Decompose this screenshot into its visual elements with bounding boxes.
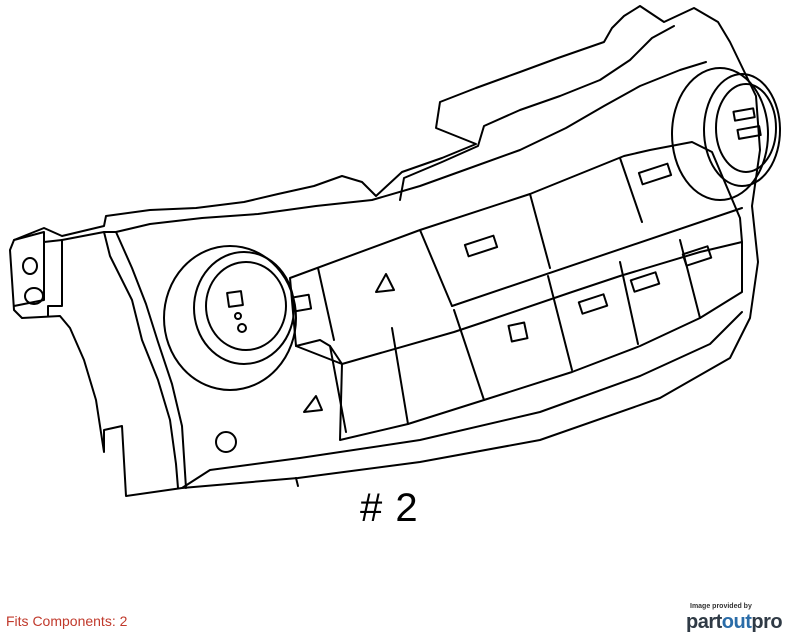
lower-divider-3 — [453, 309, 485, 401]
right-knob-indicator-2 — [736, 125, 762, 140]
divider-3 — [529, 193, 551, 269]
left-side-inner — [103, 231, 187, 489]
right-knob-ring — [703, 73, 781, 187]
fits-components-text: Fits Components: 2 — [6, 613, 128, 629]
button-icon-rect-4 — [577, 293, 609, 315]
panel-bottom-tick — [295, 477, 299, 487]
lower-button-row — [295, 241, 743, 441]
left-side-wall — [61, 231, 179, 489]
button-icon-rect-3 — [637, 162, 673, 186]
lower-divider-2 — [391, 327, 409, 425]
button-icon-rect-2 — [463, 234, 499, 258]
left-knob-indicator — [226, 290, 244, 308]
lower-divider-6 — [679, 239, 701, 319]
panel-outer-outline — [9, 5, 761, 497]
logo-word-pro: pro — [751, 611, 783, 633]
right-knob-indicator-1 — [732, 107, 756, 122]
logo-wordmark: partoutpro — [686, 611, 786, 633]
lower-divider-5 — [619, 261, 639, 345]
logo-word-part: part — [686, 611, 722, 633]
button-icon-square-mid — [507, 321, 529, 343]
left-knob-face — [205, 261, 287, 351]
right-knob-face — [715, 83, 777, 173]
triangle-icon-lower — [303, 395, 323, 413]
lower-left-screw — [215, 431, 237, 453]
partoutpro-logo[interactable]: Image provided by partoutpro — [686, 603, 786, 633]
panel-top-trim — [115, 61, 707, 233]
left-knob-dot-1 — [234, 312, 242, 320]
left-knob-ring — [193, 251, 295, 365]
triangle-icon-upper — [375, 273, 395, 293]
logo-word-out: out — [721, 611, 752, 633]
lower-divider-1 — [329, 345, 347, 433]
callout-label: # 2 — [360, 486, 419, 530]
left-knob-dot-2 — [237, 323, 247, 333]
panel-top-ridge — [399, 25, 675, 201]
button-icon-rect-5 — [629, 271, 661, 293]
mount-hole-lower — [24, 287, 44, 305]
button-icon-small-left — [291, 293, 313, 313]
mount-hole-upper — [22, 257, 38, 275]
divider-4 — [619, 157, 643, 223]
divider-2 — [419, 229, 453, 307]
right-knob-outer — [671, 67, 769, 201]
left-knob-outer — [163, 245, 297, 391]
divider-1 — [317, 267, 335, 341]
lower-divider-4 — [547, 275, 573, 371]
logo-caption: Image provided by — [690, 603, 752, 610]
panel-bottom-lip — [181, 311, 743, 489]
divider-row — [451, 207, 743, 307]
